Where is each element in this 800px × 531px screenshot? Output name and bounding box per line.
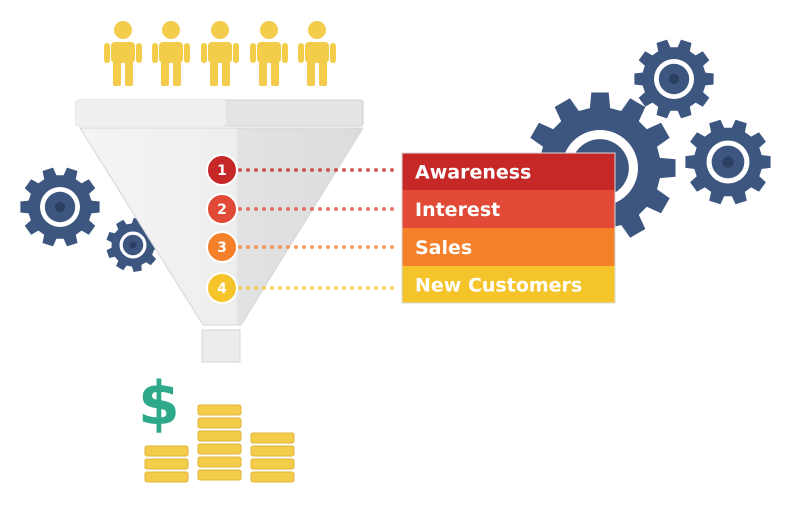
coin-stack-icon xyxy=(197,404,242,481)
connectors-group xyxy=(238,168,400,290)
step-number: 1 xyxy=(217,163,227,179)
gear-icon xyxy=(106,218,160,272)
step-badge xyxy=(206,193,238,225)
funnel-rim-highlight xyxy=(76,100,226,126)
stage-label: Awareness xyxy=(415,162,531,184)
step-number: 3 xyxy=(217,240,227,256)
coin-stack-icon xyxy=(144,445,189,483)
person-icon xyxy=(298,21,336,86)
coin-stack-icon xyxy=(250,432,295,483)
step-badge xyxy=(206,272,238,304)
funnel-spout xyxy=(201,329,241,363)
stage-bar xyxy=(402,228,615,266)
steps-group: 1 2 3 4 xyxy=(206,154,238,304)
funnel xyxy=(75,99,364,363)
stage-bars-border xyxy=(401,152,616,304)
person-icon xyxy=(201,21,239,86)
stage-label: Interest xyxy=(415,199,500,221)
people-group xyxy=(104,21,336,86)
step-badge xyxy=(206,231,238,263)
gear-icon xyxy=(685,119,771,205)
step-number: 2 xyxy=(217,202,227,218)
stage-bar xyxy=(402,153,615,190)
stage-label: New Customers xyxy=(415,275,582,297)
funnel-cone xyxy=(79,127,364,326)
dollar-sign-icon: $ xyxy=(138,369,180,439)
gear-icon xyxy=(634,39,714,119)
person-icon xyxy=(104,21,142,86)
step-number: 4 xyxy=(217,281,227,297)
stage-bar xyxy=(402,266,615,303)
stage-label: Sales xyxy=(415,237,472,259)
gear-icon xyxy=(20,167,100,247)
step-badge xyxy=(206,154,238,186)
person-icon xyxy=(152,21,190,86)
person-icon xyxy=(250,21,288,86)
stage-bar xyxy=(402,190,615,228)
coin-stacks xyxy=(144,404,295,483)
